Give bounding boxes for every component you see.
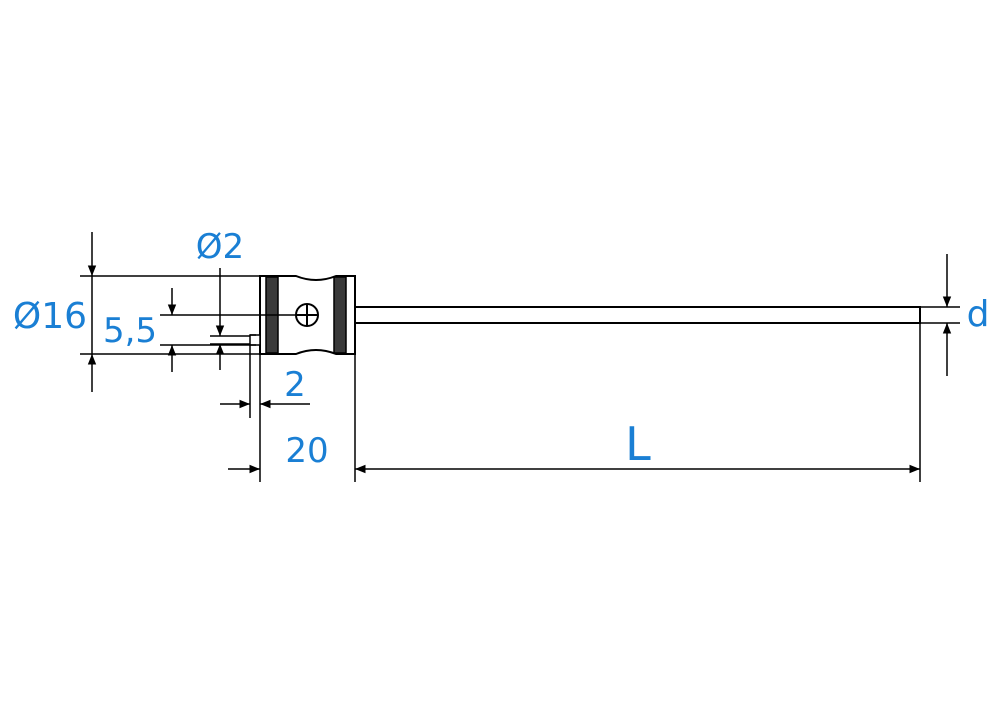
label-rod-diameter: d: [967, 294, 990, 335]
dim-rod-diameter: [920, 254, 960, 376]
label-rod-length: L: [625, 417, 651, 471]
label-hole-offset: 5,5: [103, 311, 157, 351]
label-body-diameter: Ø16: [13, 296, 87, 337]
dim-rod-length: [355, 323, 921, 482]
label-hole-edge: 2: [284, 365, 306, 405]
dim-body-length: [228, 354, 356, 482]
holder-band-right: [333, 276, 347, 354]
dim-hole-offset: [160, 288, 296, 372]
dim-hole-edge: [220, 345, 310, 482]
rod: [354, 306, 921, 324]
dim-hole-diameter: [210, 268, 250, 370]
crosshead-screw-icon: [295, 303, 319, 327]
pin: [249, 334, 261, 346]
label-hole-diameter: Ø2: [196, 227, 244, 267]
label-body-length: 20: [285, 431, 328, 471]
